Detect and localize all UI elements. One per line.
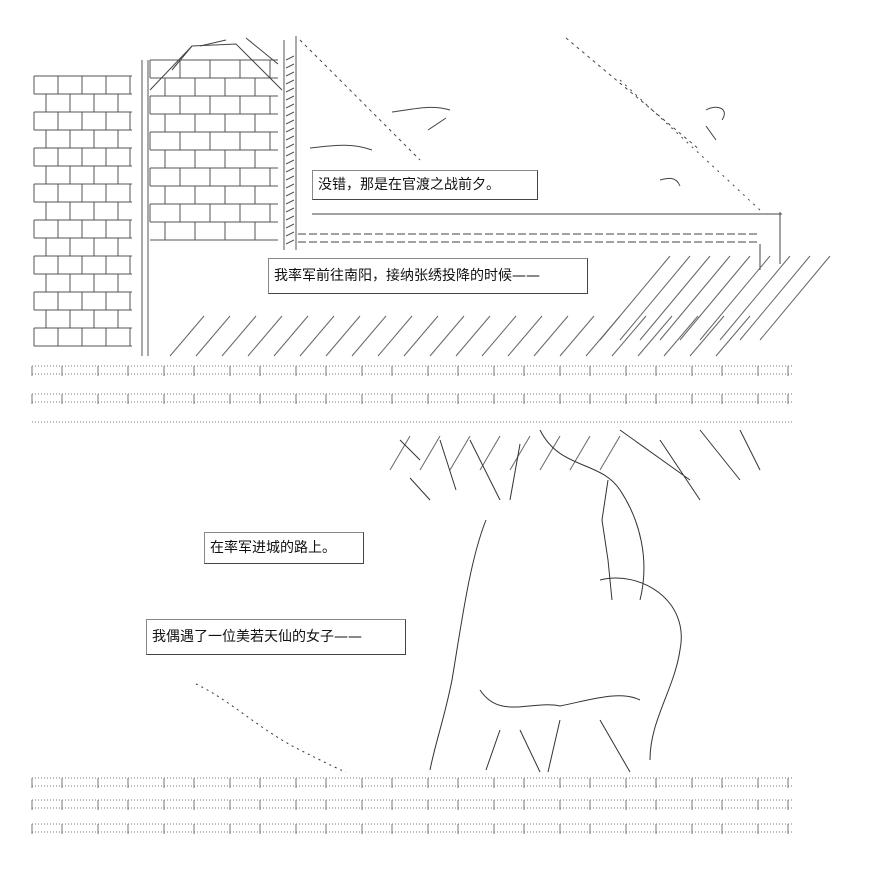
caption-met-woman: 我偶遇了一位美若天仙的女子——: [146, 619, 406, 655]
caption-entering-city: 在率军进城的路上。: [204, 532, 364, 564]
caption-eve-of-battle: 没错，那是在官渡之战前夕。: [312, 170, 538, 200]
caption-text: 在率军进城的路上。: [210, 540, 336, 556]
railing-bands: [31, 365, 792, 834]
caption-text: 我偶遇了一位美若天仙的女子——: [152, 629, 362, 645]
caption-text: 没错，那是在官渡之战前夕。: [318, 177, 500, 193]
caption-text: 我率军前往南阳，接纳张绣投降的时候——: [274, 268, 540, 284]
woman-figure-sketch: [195, 429, 761, 773]
brick-wall: [33, 36, 297, 356]
shadow-hatching: [169, 255, 831, 471]
caption-nanyang: 我率军前往南阳，接纳张绣投降的时候——: [268, 258, 588, 294]
gate-beam: [298, 212, 782, 270]
gate-roof: [149, 37, 761, 211]
